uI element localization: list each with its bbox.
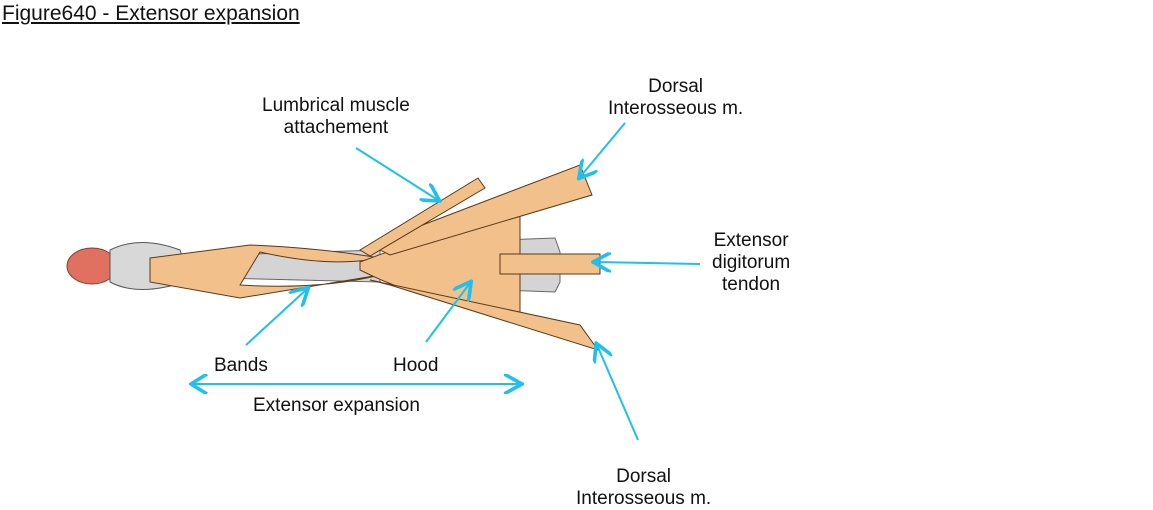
arrow-bands	[245, 289, 307, 346]
extensor-digitorum-tendon	[499, 253, 601, 275]
label-bands: Bands	[214, 355, 268, 376]
label-lumbrical: Lumbrical muscle attachement	[262, 95, 410, 138]
arrow-extensor-tendon	[595, 262, 701, 264]
arrow-dorsal-top	[580, 122, 626, 177]
arrow-hood	[425, 283, 470, 343]
arrow-lumbrical	[355, 147, 438, 200]
lateral-bands	[149, 244, 381, 299]
label-dorsal-top: Dorsal Interosseous m.	[608, 76, 744, 119]
label-extensor-expansion: Extensor expansion	[253, 395, 420, 416]
label-extensor-tendon: Extensor digitorum tendon	[712, 230, 791, 295]
figure-title: Figure640 - Extensor expansion	[2, 2, 300, 25]
label-hood: Hood	[393, 355, 439, 376]
arrow-dorsal-bottom	[597, 345, 639, 441]
label-dorsal-bottom: Dorsal Interosseous m.	[576, 466, 712, 509]
dorsal-interosseous-top	[368, 164, 593, 256]
